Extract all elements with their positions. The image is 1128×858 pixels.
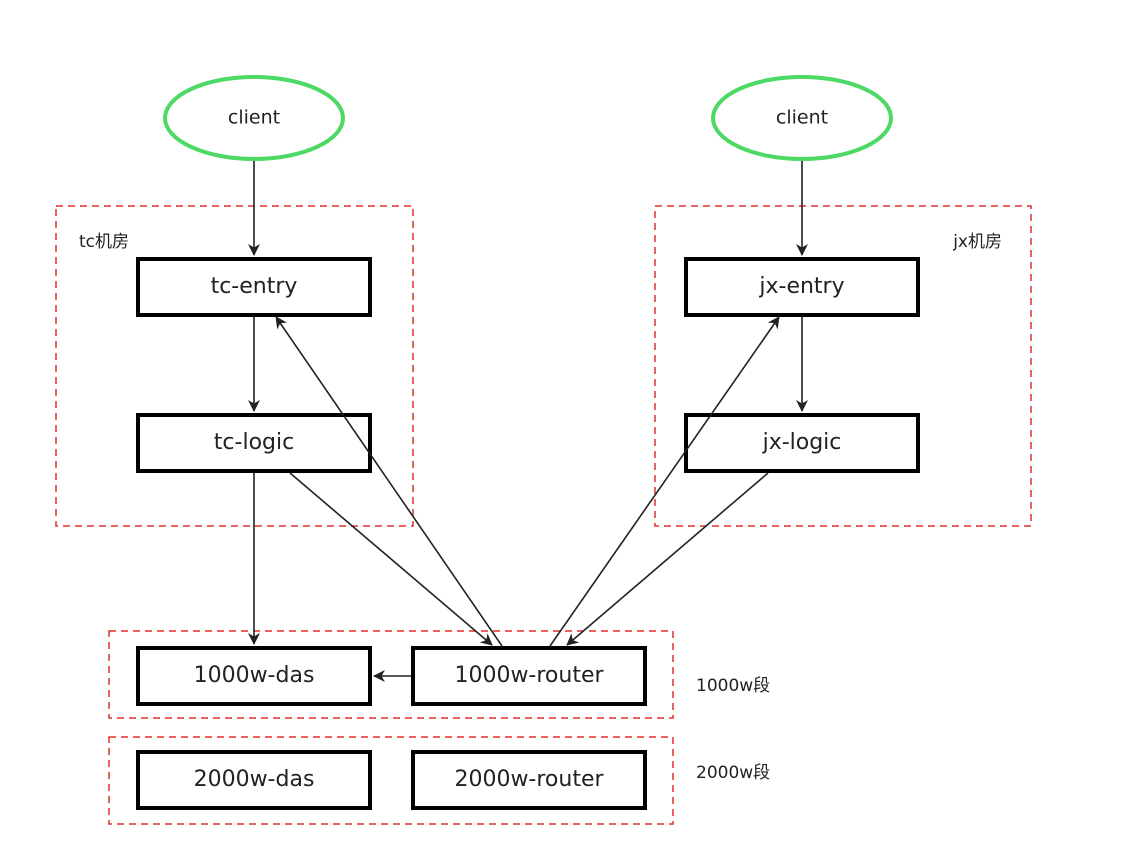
client-right-label: client (776, 107, 828, 129)
jx-zone-frame (654, 205, 1032, 527)
segment-1000w-label: 1000w段 (696, 676, 770, 696)
das-1000w-label: 1000w-das (194, 663, 315, 688)
tc-entry-label: tc-entry (211, 274, 298, 299)
tc-logic-label: tc-logic (214, 430, 294, 455)
tc-logic-node (136, 413, 372, 473)
router-2000w-label: 2000w-router (454, 767, 604, 792)
jx-entry-label: jx-entry (758, 274, 844, 299)
client-left-label: client (228, 107, 280, 129)
client-left-node (163, 75, 345, 161)
client-right-node (711, 75, 893, 161)
edge-jx-logic-to-router-1000w (566, 472, 769, 646)
jx-logic-node (684, 413, 920, 473)
tc-zone-frame (55, 205, 414, 527)
router-2000w-node (411, 750, 647, 810)
das-1000w-node (136, 646, 372, 706)
das-2000w-label: 2000w-das (194, 767, 315, 792)
segment-2000w-frame (108, 736, 674, 825)
edge-router-1000w-to-jx-entry (549, 316, 780, 647)
tc-zone-label: tc机房 (79, 232, 129, 252)
router-1000w-label: 1000w-router (454, 663, 604, 688)
segment-2000w-label: 2000w段 (696, 763, 770, 783)
jx-zone-label: jx机房 (952, 232, 1002, 252)
das-2000w-node (136, 750, 372, 810)
edge-tc-logic-to-router-1000w (289, 472, 493, 646)
router-1000w-node (411, 646, 647, 706)
tc-entry-node (136, 257, 372, 317)
jx-entry-node (684, 257, 920, 317)
jx-logic-label: jx-logic (762, 430, 842, 455)
segment-1000w-frame (108, 630, 674, 719)
edge-router-1000w-to-tc-entry (275, 316, 503, 647)
